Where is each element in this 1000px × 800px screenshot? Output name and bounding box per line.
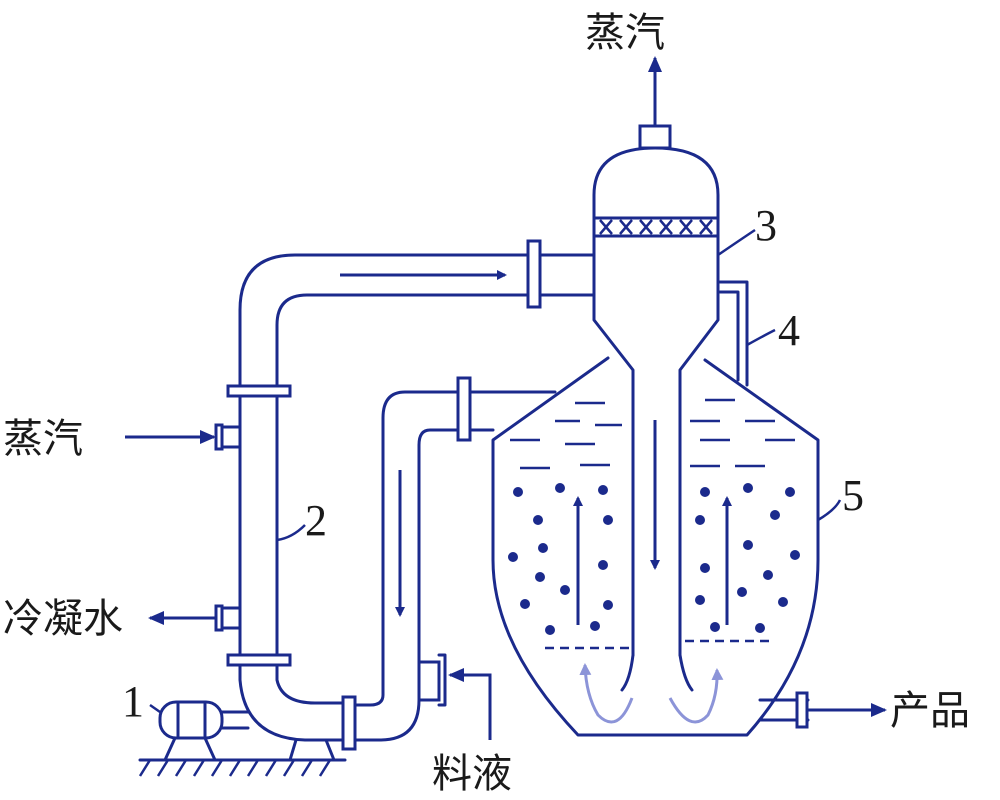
number-2: 2 xyxy=(305,496,327,545)
circulation-pump xyxy=(138,700,347,777)
crystal-particles-right xyxy=(695,483,800,633)
swirl-arrow-left xyxy=(579,663,634,724)
liquid-level-marks xyxy=(510,398,795,470)
label-product: 产品 xyxy=(890,688,970,734)
label-steam-in: 蒸汽 xyxy=(3,416,83,462)
crystallizer-vessel xyxy=(491,356,820,737)
label-steam-out: 蒸汽 xyxy=(585,10,665,56)
leader-1 xyxy=(149,703,161,714)
feed-arrow xyxy=(448,668,492,740)
pipe-4 xyxy=(718,280,749,387)
label-condensate: 冷凝水 xyxy=(3,596,123,642)
crystal-particles-left xyxy=(508,483,613,635)
number-4: 4 xyxy=(778,306,800,355)
leader-5 xyxy=(817,499,842,522)
leader-2 xyxy=(276,524,306,542)
number-3: 3 xyxy=(755,201,777,250)
heater-2 xyxy=(214,239,596,742)
number-1: 1 xyxy=(122,677,144,726)
label-feed: 料液 xyxy=(432,751,512,797)
downcomer-pipe xyxy=(341,376,557,751)
separator-vessel xyxy=(592,124,720,692)
leader-4 xyxy=(746,328,776,347)
swirl-arrow-right xyxy=(668,668,724,724)
number-5: 5 xyxy=(842,471,864,520)
product-outlet xyxy=(758,691,810,729)
leader-3 xyxy=(717,228,756,257)
